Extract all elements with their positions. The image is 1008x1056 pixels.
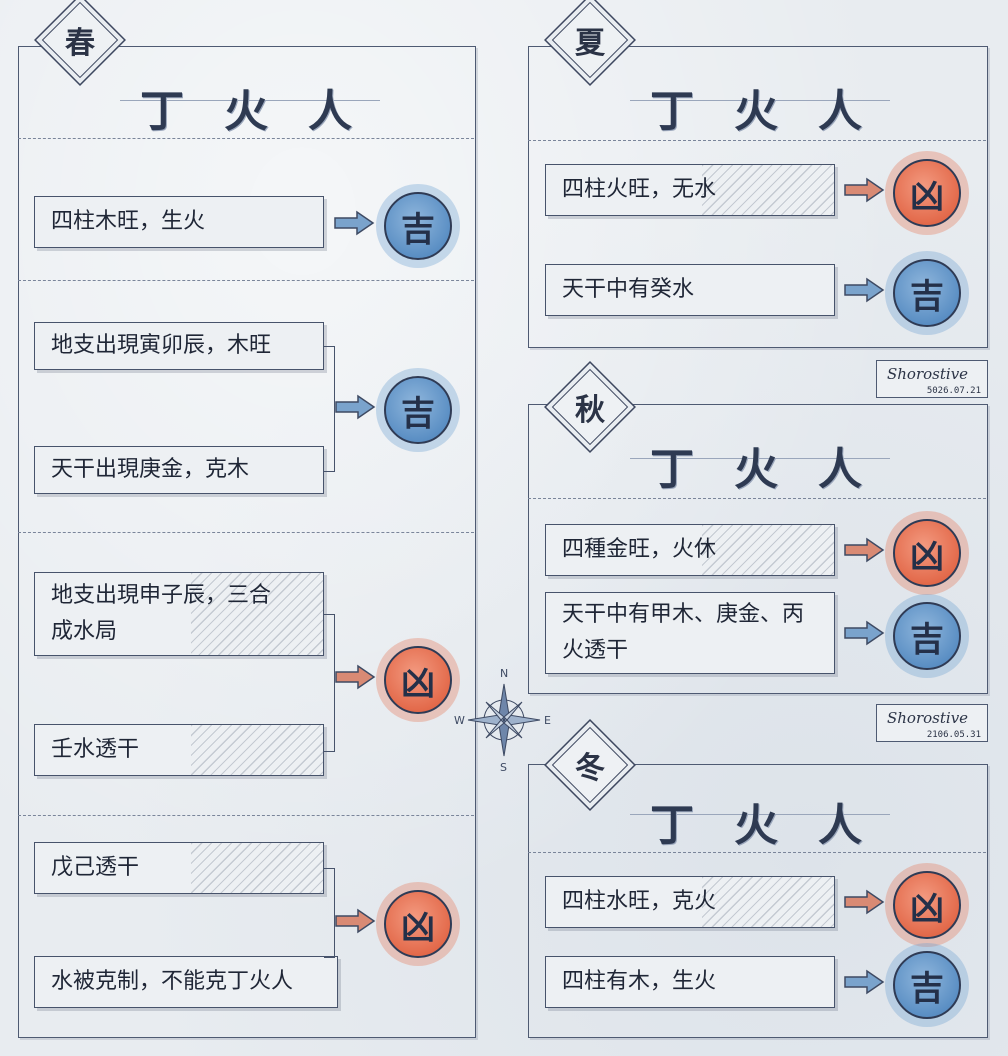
spring-arrow-4 [335, 908, 376, 934]
summer-title-guide [630, 100, 890, 101]
autumn-result-2: 吉 [893, 602, 961, 670]
spring-result-4: 凶 [384, 890, 452, 958]
winter-result-1: 凶 [893, 871, 961, 939]
spring-title: 丁火人 [140, 86, 392, 137]
spring-bracket-2 [324, 346, 335, 472]
spring-result-3: 凶 [384, 646, 452, 714]
signature-stamp-1: Shorostive 5026.07.21 [876, 360, 988, 398]
autumn-season-label: 秋 [575, 393, 605, 428]
autumn-title-guide [630, 458, 890, 459]
autumn-arrow-2 [844, 620, 885, 646]
summer-result-1: 凶 [893, 159, 961, 227]
signature-2-name: Shorostive [887, 709, 969, 727]
winter-panel [528, 764, 988, 1038]
summer-arrow-2 [844, 277, 885, 303]
compass-rose-icon: N S E W [454, 667, 551, 774]
compass-s: S [500, 761, 507, 774]
winter-result-2: 吉 [893, 951, 961, 1019]
spring-divider-1 [18, 280, 474, 281]
summer-title-divider [528, 140, 986, 141]
autumn-panel [528, 404, 988, 694]
spring-condition-3a: 地支出現申子辰，三合成水局 [34, 572, 324, 656]
spring-bracket-3 [324, 614, 335, 752]
spring-panel [18, 46, 476, 1038]
spring-result-1: 吉 [384, 192, 452, 260]
compass-w: W [454, 714, 465, 727]
spring-bracket-4 [324, 868, 335, 958]
spring-result-2: 吉 [384, 376, 452, 444]
spring-condition-3b: 壬水透干 [34, 724, 324, 776]
signature-stamp-2: Shorostive 2106.05.31 [876, 704, 988, 742]
winter-condition-1: 四柱水旺，克火 [545, 876, 835, 928]
winter-arrow-1 [844, 889, 885, 915]
signature-1-name: Shorostive [887, 365, 969, 383]
signature-2-date: 2106.05.31 [926, 730, 981, 740]
compass-n: N [500, 667, 508, 680]
spring-title-divider [18, 138, 474, 139]
winter-title-divider [528, 852, 986, 853]
spring-title-guide [120, 100, 380, 101]
autumn-title-divider [528, 498, 986, 499]
spring-condition-4b: 水被克制，不能克丁火人 [34, 956, 338, 1008]
winter-title: 丁火人 [650, 800, 902, 851]
summer-result-2: 吉 [893, 259, 961, 327]
summer-condition-2: 天干中有癸水 [545, 264, 835, 316]
summer-condition-1: 四柱火旺，无水 [545, 164, 835, 216]
summer-title: 丁火人 [650, 86, 902, 137]
summer-panel [528, 46, 988, 348]
summer-arrow-1 [844, 177, 885, 203]
autumn-title: 丁火人 [650, 444, 902, 495]
signature-1-date: 5026.07.21 [926, 386, 981, 396]
winter-condition-2: 四柱有木，生火 [545, 956, 835, 1008]
autumn-arrow-1 [844, 537, 885, 563]
compass-e: E [544, 714, 551, 727]
spring-divider-2 [18, 532, 474, 533]
spring-condition-4a: 戊己透干 [34, 842, 324, 894]
autumn-condition-2: 天干中有甲木、庚金、丙火透干 [545, 592, 835, 674]
summer-season-label: 夏 [575, 26, 605, 61]
spring-arrow-2 [335, 394, 376, 420]
spring-condition-1: 四柱木旺，生火 [34, 196, 324, 248]
autumn-result-1: 凶 [893, 519, 961, 587]
spring-season-label: 春 [65, 26, 95, 61]
spring-divider-3 [18, 815, 474, 816]
spring-arrow-1 [334, 210, 375, 236]
autumn-condition-1: 四種金旺，火休 [545, 524, 835, 576]
winter-arrow-2 [844, 969, 885, 995]
spring-condition-2a: 地支出現寅卯辰，木旺 [34, 322, 324, 370]
spring-condition-2b: 天干出現庚金，克木 [34, 446, 324, 494]
winter-title-guide [630, 814, 890, 815]
winter-season-label: 冬 [575, 751, 605, 786]
spring-arrow-3 [335, 664, 376, 690]
